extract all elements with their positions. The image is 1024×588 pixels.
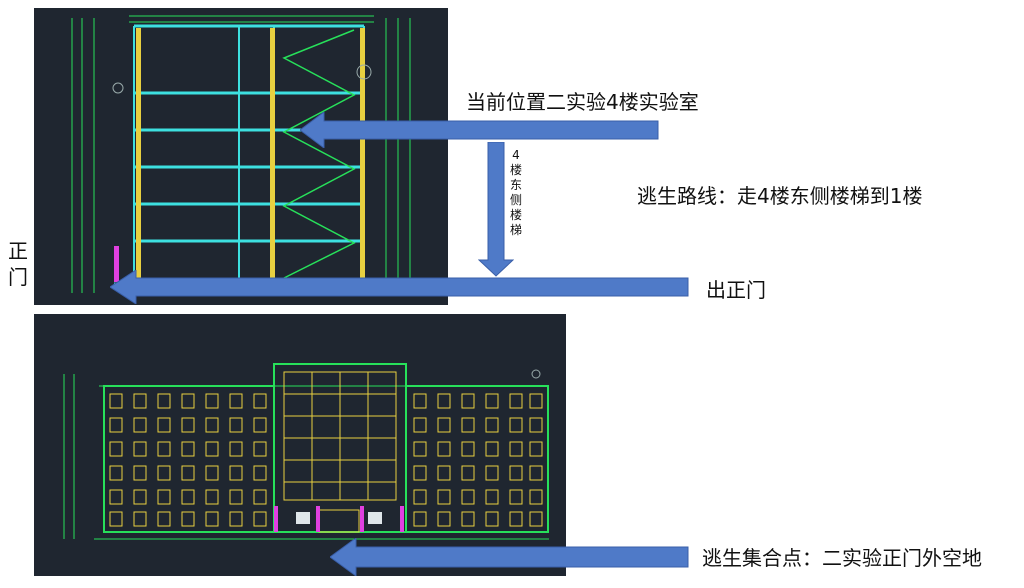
escape-route-label: 逃生路线：走4楼东侧楼梯到1楼: [637, 184, 923, 208]
stair-char: 4: [512, 148, 520, 162]
exit-main-gate-label: 出正门: [706, 278, 766, 302]
elevation-drawing-svg: [63, 363, 549, 540]
elevation-drawing: [34, 314, 566, 576]
gate-char: 门: [8, 265, 28, 289]
section-drawing-svg: [71, 15, 411, 293]
main-gate-side-label: 正 门: [6, 238, 30, 290]
assembly-point-label: 逃生集合点：二实验正门外空地: [702, 546, 982, 570]
stair-char: 楼: [509, 163, 522, 177]
section-drawing: [34, 8, 448, 305]
stair-vertical-label: 4 楼 东 侧 楼 梯: [509, 148, 523, 238]
gate-char: 正: [8, 239, 28, 263]
arrow-left-icon: [110, 270, 689, 304]
arrow-down-icon: [478, 142, 514, 277]
arrow-left-icon: [300, 112, 659, 148]
stair-char: 侧: [509, 193, 522, 207]
stair-char: 东: [509, 178, 522, 192]
current-location-label: 当前位置二实验4楼实验室: [466, 90, 699, 114]
stair-char: 梯: [509, 223, 522, 237]
stair-char: 楼: [509, 208, 522, 222]
arrow-left-icon: [330, 538, 689, 576]
